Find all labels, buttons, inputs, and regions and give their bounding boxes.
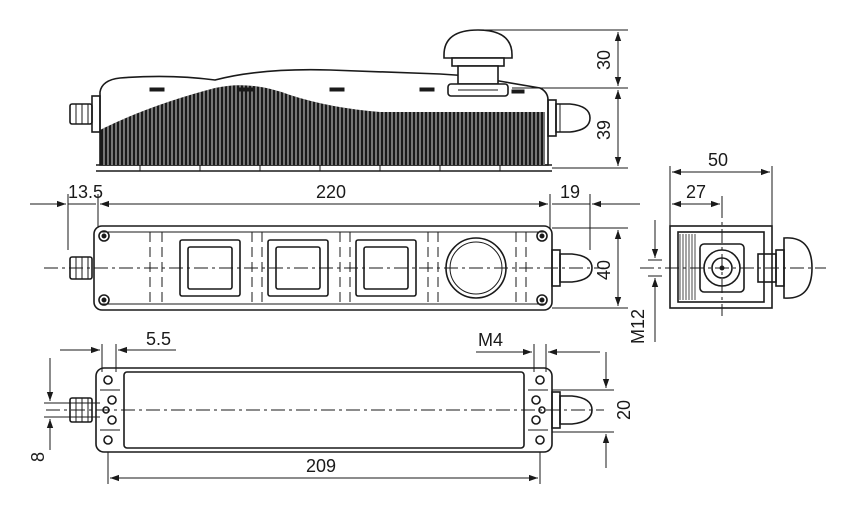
top-mushroom-button bbox=[445, 237, 507, 299]
top-push-button-1 bbox=[179, 239, 241, 297]
dim-8: 8 bbox=[28, 452, 48, 462]
bottom-view: 5.5 M4 8 20 209 bbox=[28, 329, 634, 484]
dim-5-5: 5.5 bbox=[146, 329, 171, 349]
side-mushroom-button bbox=[443, 29, 513, 97]
dim-m12: M12 bbox=[628, 309, 648, 344]
top-pilot-light bbox=[551, 249, 593, 287]
top-push-button-2 bbox=[267, 239, 329, 297]
side-dimensions: 30 39 bbox=[478, 29, 628, 169]
dim-40: 40 bbox=[594, 260, 614, 280]
dim-220: 220 bbox=[316, 182, 346, 202]
dim-209: 209 bbox=[306, 456, 336, 476]
side-view: 30 39 bbox=[69, 29, 628, 172]
bottom-left-cable-gland bbox=[69, 397, 93, 423]
top-dimension-40: 40 bbox=[552, 227, 628, 309]
side-left-cable-gland bbox=[69, 95, 101, 133]
top-dashed-internals bbox=[149, 232, 527, 304]
top-push-button-3 bbox=[355, 239, 417, 297]
bottom-left-end-block bbox=[100, 375, 120, 445]
end-cable-entry bbox=[699, 243, 745, 293]
dim-19: 19 bbox=[560, 182, 580, 202]
dim-20: 20 bbox=[614, 400, 634, 420]
dim-50: 50 bbox=[708, 150, 728, 170]
top-view-horizontal-dimensions: 13.5 220 19 bbox=[30, 182, 640, 250]
side-ribbed-grip bbox=[100, 85, 545, 165]
side-bottom-notches bbox=[139, 165, 501, 171]
dim-m4: M4 bbox=[478, 330, 503, 350]
end-housing bbox=[669, 225, 773, 309]
top-left-cable-gland bbox=[69, 256, 93, 280]
dim-39: 39 bbox=[594, 120, 614, 140]
bottom-cover-plate bbox=[123, 371, 525, 449]
bottom-pilot-light bbox=[551, 391, 593, 429]
bottom-right-end-block bbox=[528, 375, 548, 445]
side-top-slots bbox=[149, 87, 525, 94]
dim-13-5: 13.5 bbox=[68, 182, 103, 202]
top-corner-screws bbox=[98, 230, 548, 306]
end-view: 50 27 M12 bbox=[628, 150, 826, 344]
dim-27: 27 bbox=[686, 182, 706, 202]
top-view: 40 bbox=[44, 225, 628, 311]
side-pilot-light bbox=[547, 99, 591, 137]
end-mushroom-button bbox=[757, 237, 813, 299]
dim-30: 30 bbox=[594, 50, 614, 70]
end-ribs bbox=[679, 234, 696, 300]
